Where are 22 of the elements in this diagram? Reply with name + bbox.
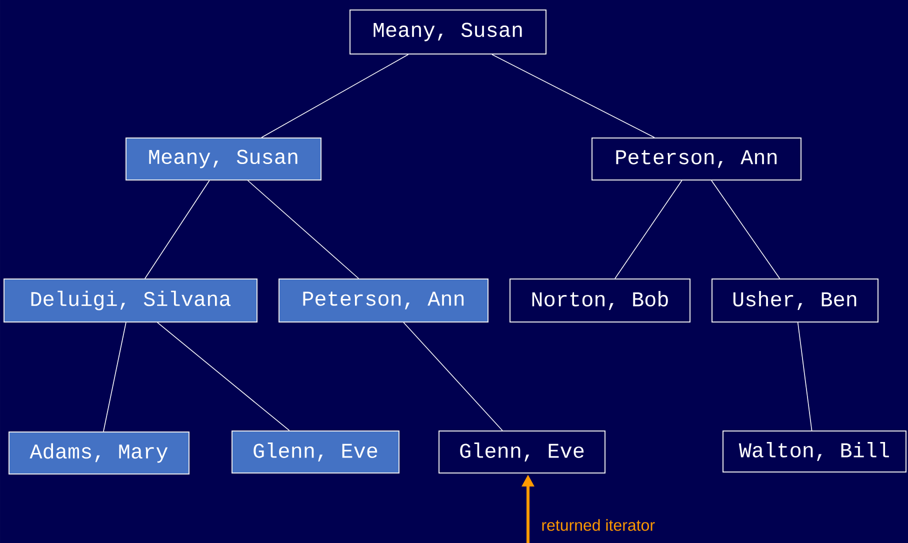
tree-line [156,322,290,431]
tree-line [144,180,210,279]
name-box: Peterson, Ann [592,138,802,180]
tree-line [247,180,360,279]
tree-line [492,54,655,138]
name-box: Glenn, Eve [438,430,606,474]
tree-line [797,322,812,431]
name-box: Glenn, Eve [232,430,400,474]
tree-line [261,54,409,138]
name-box: Meany, Susan [126,138,322,180]
tree-line [103,322,126,432]
name-box: Adams, Mary [8,432,190,474]
tree-line [403,322,503,431]
name-box: Norton, Bob [510,278,690,322]
edge-label: returned iterator [542,519,655,531]
name-box: Meany, Susan [350,10,546,54]
tree-line [711,180,780,279]
tree-line [614,180,682,279]
name-box: Usher, Ben [712,278,878,322]
name-box: Walton, Bill [722,430,906,472]
name-box: Peterson, Ann [278,278,488,322]
name-box: Deluigi, Silvana [4,278,258,322]
